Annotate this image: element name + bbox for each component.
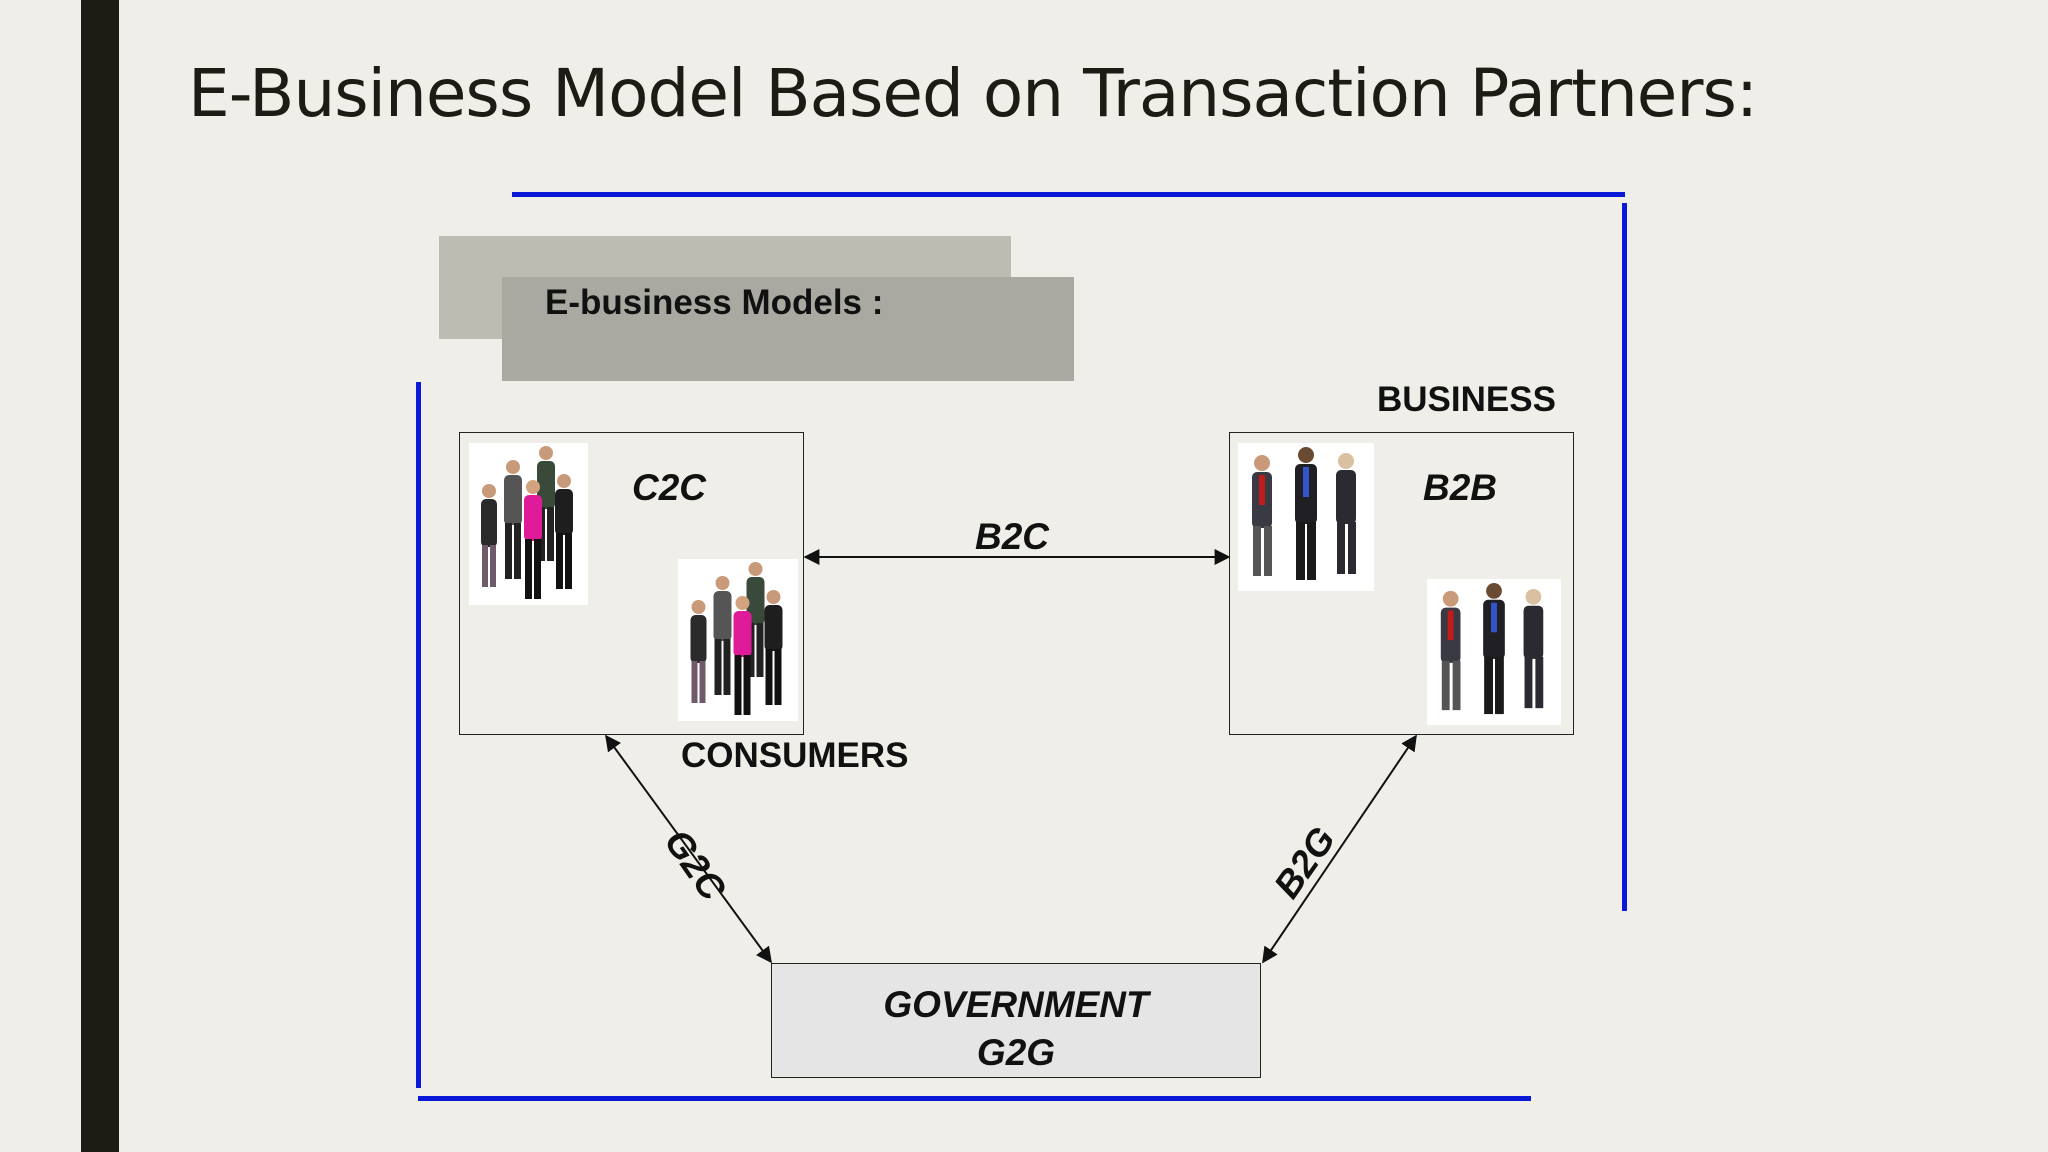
business-box: B2B (1229, 432, 1574, 735)
g2g-label: G2G (976, 1032, 1056, 1073)
people-group-business-icon (1252, 447, 1356, 580)
people-group-casual-icon (481, 446, 573, 599)
left-accent-bar (81, 0, 119, 1152)
government-box: GOVERNMENT G2G (771, 963, 1261, 1078)
frame-line-bottom (418, 1096, 1531, 1101)
models-header-label: E-business Models : (545, 283, 884, 322)
business-label: BUSINESS (1377, 380, 1556, 419)
government-label: GOVERNMENT (883, 984, 1149, 1025)
business-group-image-1 (1238, 443, 1374, 591)
business-group-image-2 (1427, 579, 1561, 725)
people-group-business-icon (1440, 583, 1544, 715)
b2b-label: B2B (1423, 467, 1498, 508)
people-group-casual-icon (690, 562, 783, 715)
consumers-label: CONSUMERS (681, 736, 909, 775)
b2c-label: B2C (975, 516, 1050, 557)
slide-title: E-Business Model Based on Transaction Pa… (188, 55, 1758, 132)
c2c-label: C2C (632, 467, 707, 508)
frame-line-top (512, 192, 1625, 197)
consumers-box: C2C (459, 432, 804, 735)
frame-line-right (1622, 203, 1627, 911)
g2c-arrow (605, 734, 772, 964)
consumer-group-image-1 (469, 443, 588, 605)
models-header-box (502, 277, 1074, 381)
b2g-arrow (1262, 734, 1417, 964)
frame-line-left (416, 382, 421, 1088)
consumer-group-image-2 (678, 559, 798, 721)
